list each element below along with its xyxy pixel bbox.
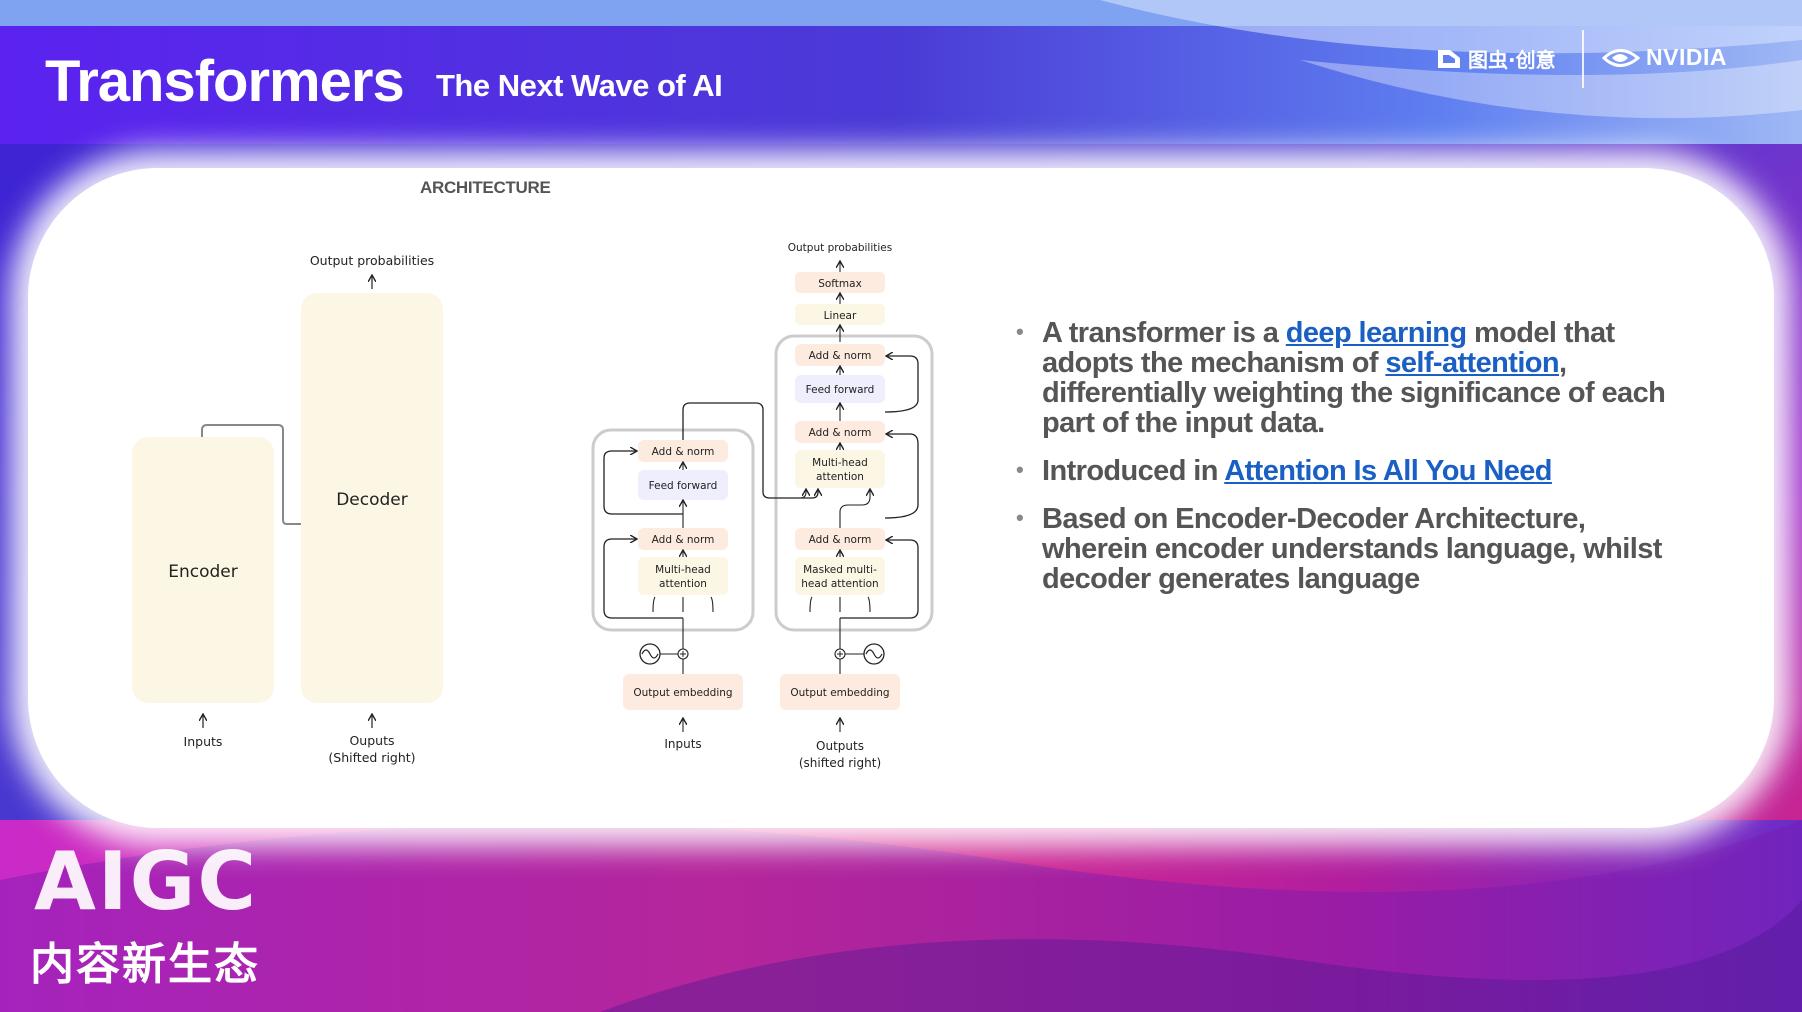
detailed-outputs-line2: (shifted right) xyxy=(799,756,881,770)
simple-diagram: Output probabilities Encoder Decoder Inp… xyxy=(132,253,443,765)
aigc-logo: AIGC xyxy=(34,835,259,928)
bullet-2-pre: Introduced in xyxy=(1042,455,1225,487)
enc-mha-line2: attention xyxy=(659,578,707,590)
section-label: ARCHITECTURE xyxy=(420,178,551,197)
encoder-to-decoder-connection xyxy=(682,402,818,499)
enc-residual-top xyxy=(603,451,683,515)
decoder-label: Decoder xyxy=(336,490,408,510)
partner-logo: 图虫·创意 xyxy=(1436,44,1556,73)
dec-add-norm-bottom-label: Add & norm xyxy=(809,534,872,546)
partner-logo-icon xyxy=(1438,49,1460,68)
detailed-outputs-line1: Outputs xyxy=(816,739,864,753)
bullet-1-pre: A transformer is a xyxy=(1042,317,1286,349)
page-subtitle: The Next Wave of AI xyxy=(436,68,723,103)
dec-multi-head xyxy=(795,450,885,488)
simple-output-label: Output probabilities xyxy=(310,253,434,268)
dec-add-norm-top-label: Add & norm xyxy=(809,350,872,362)
dec-embedding-label: Output embedding xyxy=(790,687,889,699)
enc-feed-forward xyxy=(638,470,728,500)
nvidia-eye-icon xyxy=(1602,48,1640,67)
encoder-stack xyxy=(591,428,755,632)
bullet-1-post: , differentially weighting the significa… xyxy=(1042,347,1666,439)
linear-block xyxy=(795,304,885,325)
enc-wave-path xyxy=(641,649,659,659)
encoder-to-decoder-connection-2 xyxy=(799,490,806,499)
enc-add-norm-bottom-label: Add & norm xyxy=(652,534,715,546)
nvidia-logo-text: NVIDIA xyxy=(1646,44,1727,70)
detailed-inputs-label: Inputs xyxy=(664,737,701,751)
encoder-decoder-connector xyxy=(201,424,302,525)
dec-residual-mid xyxy=(884,434,919,519)
bullet-item: A transformer is a deep learning model t… xyxy=(1016,317,1676,439)
decoder-stack xyxy=(774,334,934,632)
bullet-1-mid: model that adopts the mechanism of xyxy=(1042,317,1615,379)
enc-mha-inputs xyxy=(652,596,714,613)
dec-feed-forward-label: Feed forward xyxy=(806,384,875,396)
aigc-subtitle: 内容新生态 xyxy=(30,939,260,990)
dec-masked-line2: head attention xyxy=(801,578,878,590)
enc-add-norm-bottom xyxy=(638,528,728,550)
dec-add-norm-mid xyxy=(795,421,885,443)
softmax-label: Softmax xyxy=(818,278,862,290)
dec-wave-path xyxy=(865,649,883,659)
dec-masked-attention xyxy=(795,557,885,595)
attention-paper-link[interactable]: Attention Is All You Need xyxy=(1224,455,1552,487)
detailed-diagram: Output probabilities Softmax Linear Add … xyxy=(591,242,934,770)
page-title: Transformers xyxy=(45,49,405,114)
dec-add-norm-bottom xyxy=(795,528,885,550)
enc-residual-bottom xyxy=(603,539,683,619)
bullet-list: A transformer is a deep learning model t… xyxy=(1016,317,1676,612)
encoder-block xyxy=(132,437,274,703)
dec-mha-line1: Multi-head xyxy=(812,457,868,469)
dec-add-norm-top xyxy=(795,344,885,366)
detailed-output-label: Output probabilities xyxy=(788,242,892,254)
dec-masked-inputs xyxy=(809,596,871,613)
deep-learning-link[interactable]: deep learning xyxy=(1285,317,1467,349)
dec-residual-top xyxy=(884,356,919,413)
enc-embedding-label: Output embedding xyxy=(633,687,732,699)
encoder-label: Encoder xyxy=(168,562,238,582)
self-attention-link[interactable]: self-attention xyxy=(1385,347,1560,379)
dec-residual-bottom xyxy=(840,540,919,619)
partner-logo-text: 图虫·创意 xyxy=(1468,48,1556,72)
enc-mha-line1: Multi-head xyxy=(655,564,711,576)
dec-bottom-to-mha-arrow xyxy=(839,490,870,528)
dec-embedding-block xyxy=(780,674,900,710)
dec-feed-forward xyxy=(795,375,885,403)
simple-inputs-label: Inputs xyxy=(184,734,223,749)
nvidia-logo: NVIDIA xyxy=(1602,44,1727,71)
decoder-block xyxy=(301,293,443,703)
enc-add-norm-top-label: Add & norm xyxy=(652,446,715,458)
dec-mha-line2: attention xyxy=(816,471,864,483)
enc-multi-head xyxy=(638,557,728,595)
dec-plus-mark xyxy=(837,651,843,657)
enc-embedding-block xyxy=(623,674,743,710)
dec-masked-line1: Masked multi- xyxy=(803,564,877,576)
logo-divider xyxy=(1582,30,1584,88)
enc-add-norm-top xyxy=(638,440,728,462)
linear-label: Linear xyxy=(824,310,857,322)
dec-add-norm-mid-label: Add & norm xyxy=(809,427,872,439)
simple-outputs-label-line1: Ouputs xyxy=(349,733,394,748)
enc-plus-mark xyxy=(680,651,686,657)
enc-feed-forward-label: Feed forward xyxy=(649,480,718,492)
dec-positional-wave-icon xyxy=(863,643,885,665)
bullet-item: Introduced in Attention Is All You Need xyxy=(1016,455,1676,487)
simple-outputs-label-line2: (Shifted right) xyxy=(328,750,415,765)
bullet-item: Based on Encoder-Decoder Architecture, w… xyxy=(1016,503,1676,595)
bullet-3-text: Based on Encoder-Decoder Architecture, w… xyxy=(1042,503,1662,595)
softmax-block xyxy=(795,272,885,293)
